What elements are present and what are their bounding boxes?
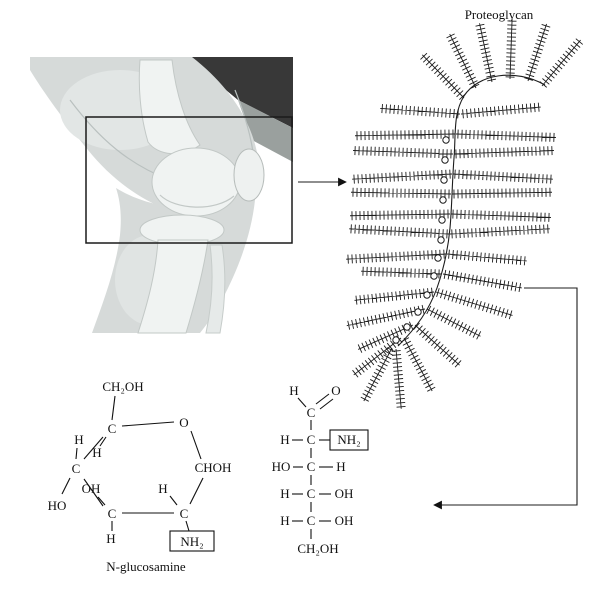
ring-c2-label: C bbox=[180, 506, 189, 521]
tibia-bone bbox=[137, 239, 209, 334]
ring-nh2-label: NH₂ bbox=[180, 534, 203, 549]
bond bbox=[99, 436, 107, 447]
nh2-box-chain bbox=[329, 429, 369, 451]
double-bond bbox=[319, 398, 334, 410]
joint-line bbox=[159, 194, 235, 208]
nh2-box bbox=[169, 530, 215, 552]
chain-oh-row4: OH bbox=[335, 513, 354, 528]
link-proteins bbox=[392, 136, 450, 344]
zoom-box bbox=[85, 116, 293, 244]
bond bbox=[185, 520, 190, 532]
chain-h-row1: H bbox=[280, 432, 289, 447]
bond bbox=[297, 397, 307, 408]
glucosamine-caption: N-glucosamine bbox=[106, 559, 186, 574]
chain-h-row2: H bbox=[336, 459, 345, 474]
fibula-bone bbox=[205, 244, 226, 334]
fischer-projection: H O C H C NH₂ HO C H H C OH H C OH CH₂OH bbox=[272, 383, 369, 556]
ring-h-below-c3: H bbox=[106, 531, 115, 546]
ring-c3-label: C bbox=[108, 506, 117, 521]
chain-c1: C bbox=[307, 405, 316, 420]
ring-bond bbox=[121, 421, 175, 427]
chain-o-top: O bbox=[331, 383, 340, 398]
ring-h-on-c5: H bbox=[92, 445, 101, 460]
dark-background-wedge bbox=[186, 57, 293, 128]
bond bbox=[75, 447, 78, 460]
core-protein-backbone bbox=[397, 74, 546, 347]
chain-ch2oh: CH₂OH bbox=[297, 541, 338, 556]
shaded-background-wedge bbox=[238, 100, 293, 162]
chain-h-row4: H bbox=[280, 513, 289, 528]
proteoglycan-label: Proteoglycan bbox=[465, 7, 534, 22]
ring-choh-label: CHOH bbox=[195, 460, 232, 475]
ring-c5-label: C bbox=[108, 421, 117, 436]
gag-chains-top bbox=[418, 18, 585, 102]
ring-bond bbox=[83, 436, 104, 460]
arrow-proteoglycan-to-structure bbox=[433, 287, 578, 510]
chain-c4: C bbox=[307, 486, 316, 501]
ring-h-on-c2: H bbox=[158, 481, 167, 496]
bond bbox=[61, 477, 71, 495]
chain-c2: C bbox=[307, 432, 316, 447]
gag-chains-left bbox=[345, 103, 461, 404]
glucosamine-ring: CH₂OH C O CHOH C C C H HO H OH H H NH₂ N… bbox=[48, 379, 232, 574]
ring-ho-on-c4: HO bbox=[48, 498, 67, 513]
patella bbox=[233, 148, 265, 202]
ring-bond bbox=[190, 430, 202, 460]
femoral-condyle bbox=[151, 147, 241, 217]
ring-c4-label: C bbox=[72, 461, 81, 476]
proteoglycan-structure bbox=[345, 18, 585, 410]
bond bbox=[169, 495, 178, 506]
ring-bond bbox=[189, 477, 204, 505]
chain-c5: C bbox=[307, 513, 316, 528]
ring-oxygen-label: O bbox=[179, 415, 188, 430]
bond bbox=[111, 395, 116, 421]
ring-oh-on-c3: OH bbox=[82, 481, 101, 496]
ring-h-on-c4: H bbox=[74, 432, 83, 447]
chain-h-row3: H bbox=[280, 486, 289, 501]
ring-bond bbox=[83, 478, 104, 507]
ring-ch2oh-label: CH₂OH bbox=[102, 379, 143, 394]
bond bbox=[97, 496, 106, 506]
chain-nh2: NH₂ bbox=[337, 432, 360, 447]
double-bond bbox=[315, 393, 330, 405]
chain-h-top: H bbox=[289, 383, 298, 398]
chain-oh-row3: OH bbox=[335, 486, 354, 501]
chain-c3: C bbox=[307, 459, 316, 474]
knee-illustration bbox=[30, 57, 293, 334]
chain-ho-row2: HO bbox=[272, 459, 291, 474]
